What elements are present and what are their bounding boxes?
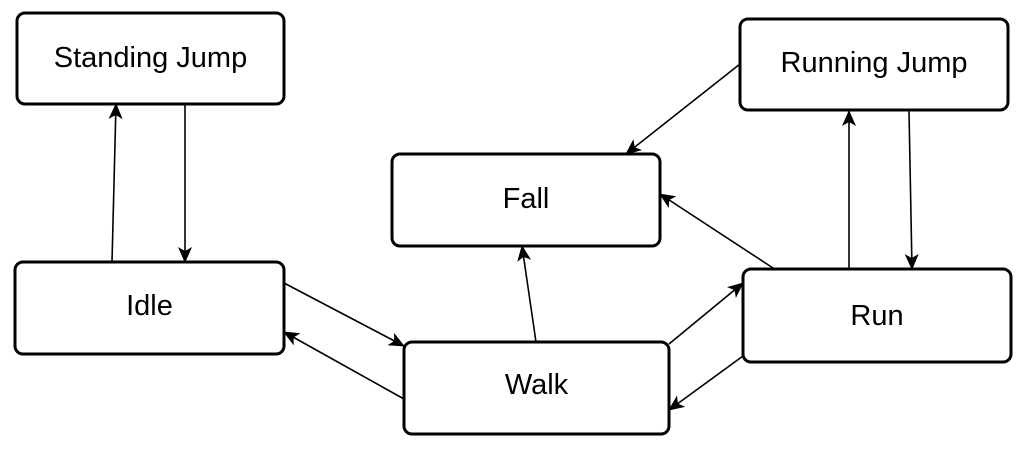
state-label-idle: Idle bbox=[126, 290, 173, 322]
state-idle: Idle bbox=[13, 260, 286, 356]
state-label-standing-jump: Standing Jump bbox=[54, 42, 247, 74]
state-running-jump: Running Jump bbox=[738, 17, 1010, 112]
state-walk: Walk bbox=[402, 340, 671, 436]
transition-walk-to-run bbox=[668, 282, 744, 345]
state-fall: Fall bbox=[390, 152, 662, 248]
state-box bbox=[13, 260, 286, 356]
transition-walk-to-idle bbox=[283, 331, 405, 400]
transition-idle-to-walk bbox=[283, 282, 405, 347]
transition-running-jump-to-run bbox=[904, 110, 919, 270]
state-label-running-jump: Running Jump bbox=[781, 47, 968, 79]
state-label-run: Run bbox=[850, 300, 903, 332]
state-box bbox=[741, 267, 1013, 364]
transitions bbox=[108, 63, 919, 411]
state-box bbox=[402, 340, 671, 436]
transition-run-to-fall bbox=[659, 193, 774, 269]
state-box bbox=[390, 152, 662, 248]
state-standing-jump: Standing Jump bbox=[15, 11, 286, 106]
state-run: Run bbox=[741, 267, 1013, 364]
transition-running-jump-to-fall bbox=[625, 63, 741, 155]
state-box bbox=[15, 11, 286, 106]
transition-walk-to-fall bbox=[517, 245, 537, 343]
transition-idle-to-standing-jump bbox=[108, 103, 123, 263]
transition-run-to-walk bbox=[668, 355, 744, 411]
state-label-walk: Walk bbox=[505, 369, 569, 401]
state-box bbox=[738, 17, 1010, 112]
state-label-fall: Fall bbox=[503, 183, 550, 215]
